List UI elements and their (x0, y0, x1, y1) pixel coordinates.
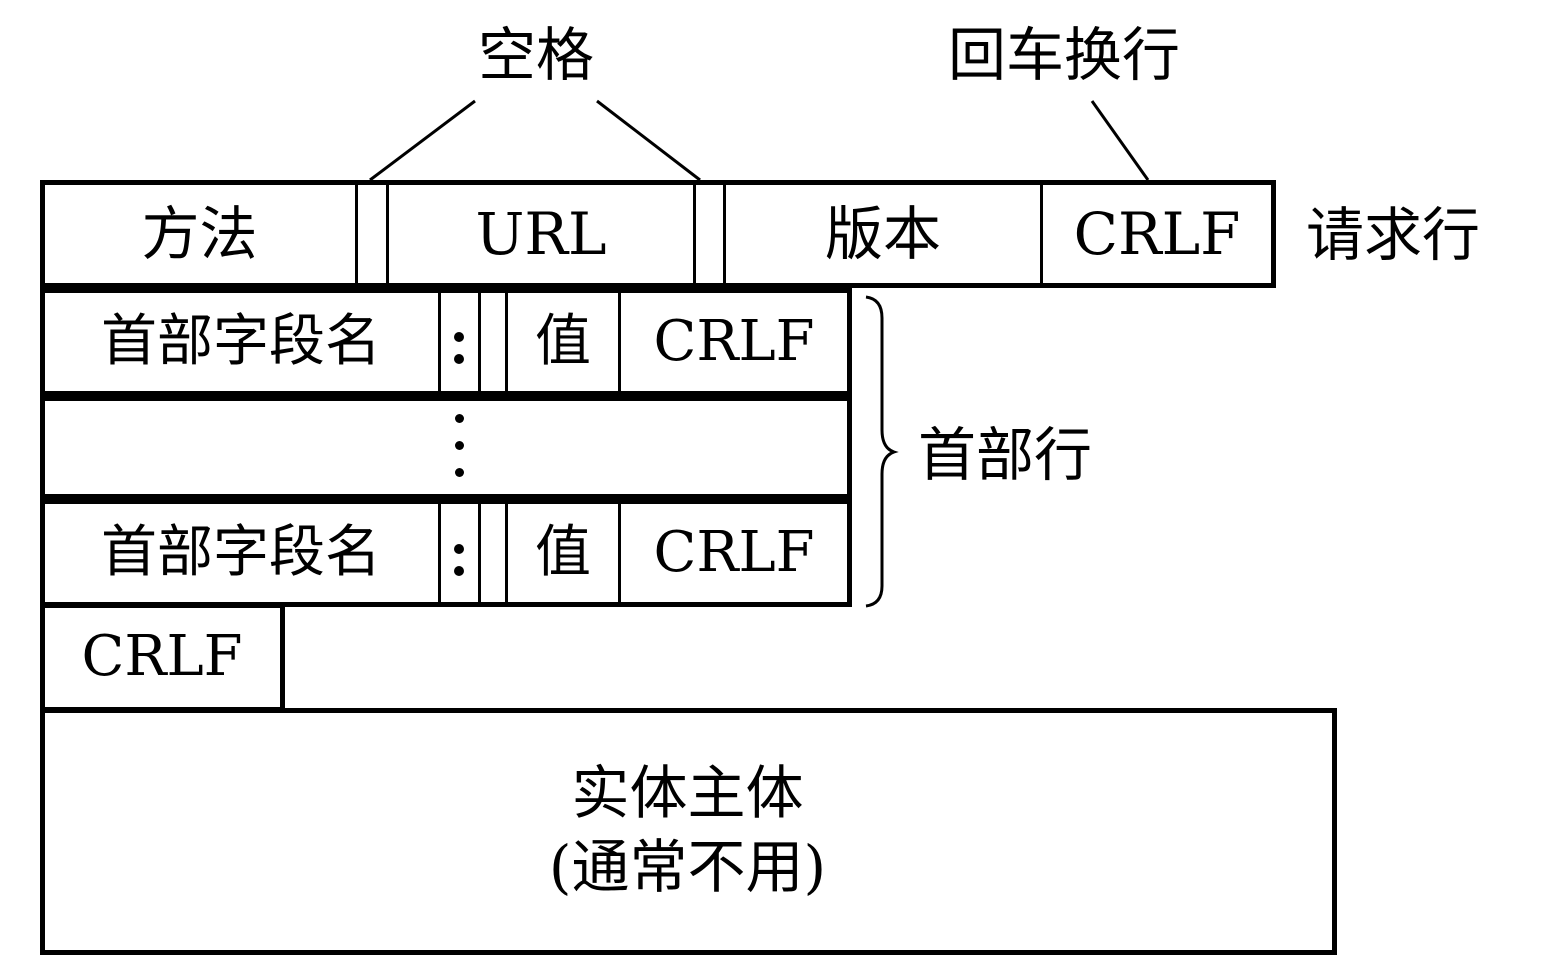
header-lines-brace (865, 295, 899, 608)
method-cell: 方法 (141, 200, 258, 268)
header-ellipsis-row (40, 396, 852, 499)
header-row (40, 499, 852, 607)
divider (355, 180, 358, 288)
colon-separator-dot (454, 332, 464, 342)
header-row (40, 288, 852, 396)
divider (693, 180, 696, 288)
divider (386, 180, 389, 288)
version-cell: 版本 (824, 200, 941, 268)
crlf-annotation: 回车换行 (948, 21, 1181, 89)
entity-body-title: 实体主体 (571, 759, 804, 827)
request-line-row (40, 180, 1276, 288)
crlf-pointer (1090, 100, 1150, 181)
entity-body-note: (通常不用) (548, 833, 827, 902)
request-line-label: 请求行 (1306, 201, 1481, 269)
ellipsis-dot (455, 414, 464, 423)
divider (618, 499, 621, 607)
entity-body-label: 实体主体 (通常不用) (40, 756, 1335, 904)
entity-body (40, 708, 1337, 955)
divider (438, 499, 441, 607)
header-crlf: CRLF (653, 520, 815, 585)
space-pointer-left (369, 99, 476, 182)
divider (478, 288, 481, 396)
ellipsis-dot (455, 468, 464, 477)
request-crlf-cell: CRLF (1073, 200, 1241, 268)
colon-separator-dot (454, 544, 464, 554)
space-pointer-right (596, 99, 701, 182)
space-annotation: 空格 (478, 21, 595, 89)
ellipsis-dot (455, 441, 464, 450)
divider (1040, 180, 1043, 288)
url-cell: URL (475, 200, 607, 268)
divider (505, 499, 508, 607)
colon-separator-dot (454, 354, 464, 364)
header-value: 值 (535, 309, 591, 374)
blank-line-crlf: CRLF (81, 624, 243, 689)
divider (723, 180, 726, 288)
header-value: 值 (535, 520, 591, 585)
header-field-name: 首部字段名 (101, 309, 381, 374)
header-field-name: 首部字段名 (101, 520, 381, 585)
colon-separator-dot (454, 566, 464, 576)
divider (478, 499, 481, 607)
divider (505, 288, 508, 396)
divider (438, 288, 441, 396)
header-lines-label: 首部行 (918, 421, 1093, 489)
divider (618, 288, 621, 396)
header-crlf: CRLF (653, 309, 815, 374)
